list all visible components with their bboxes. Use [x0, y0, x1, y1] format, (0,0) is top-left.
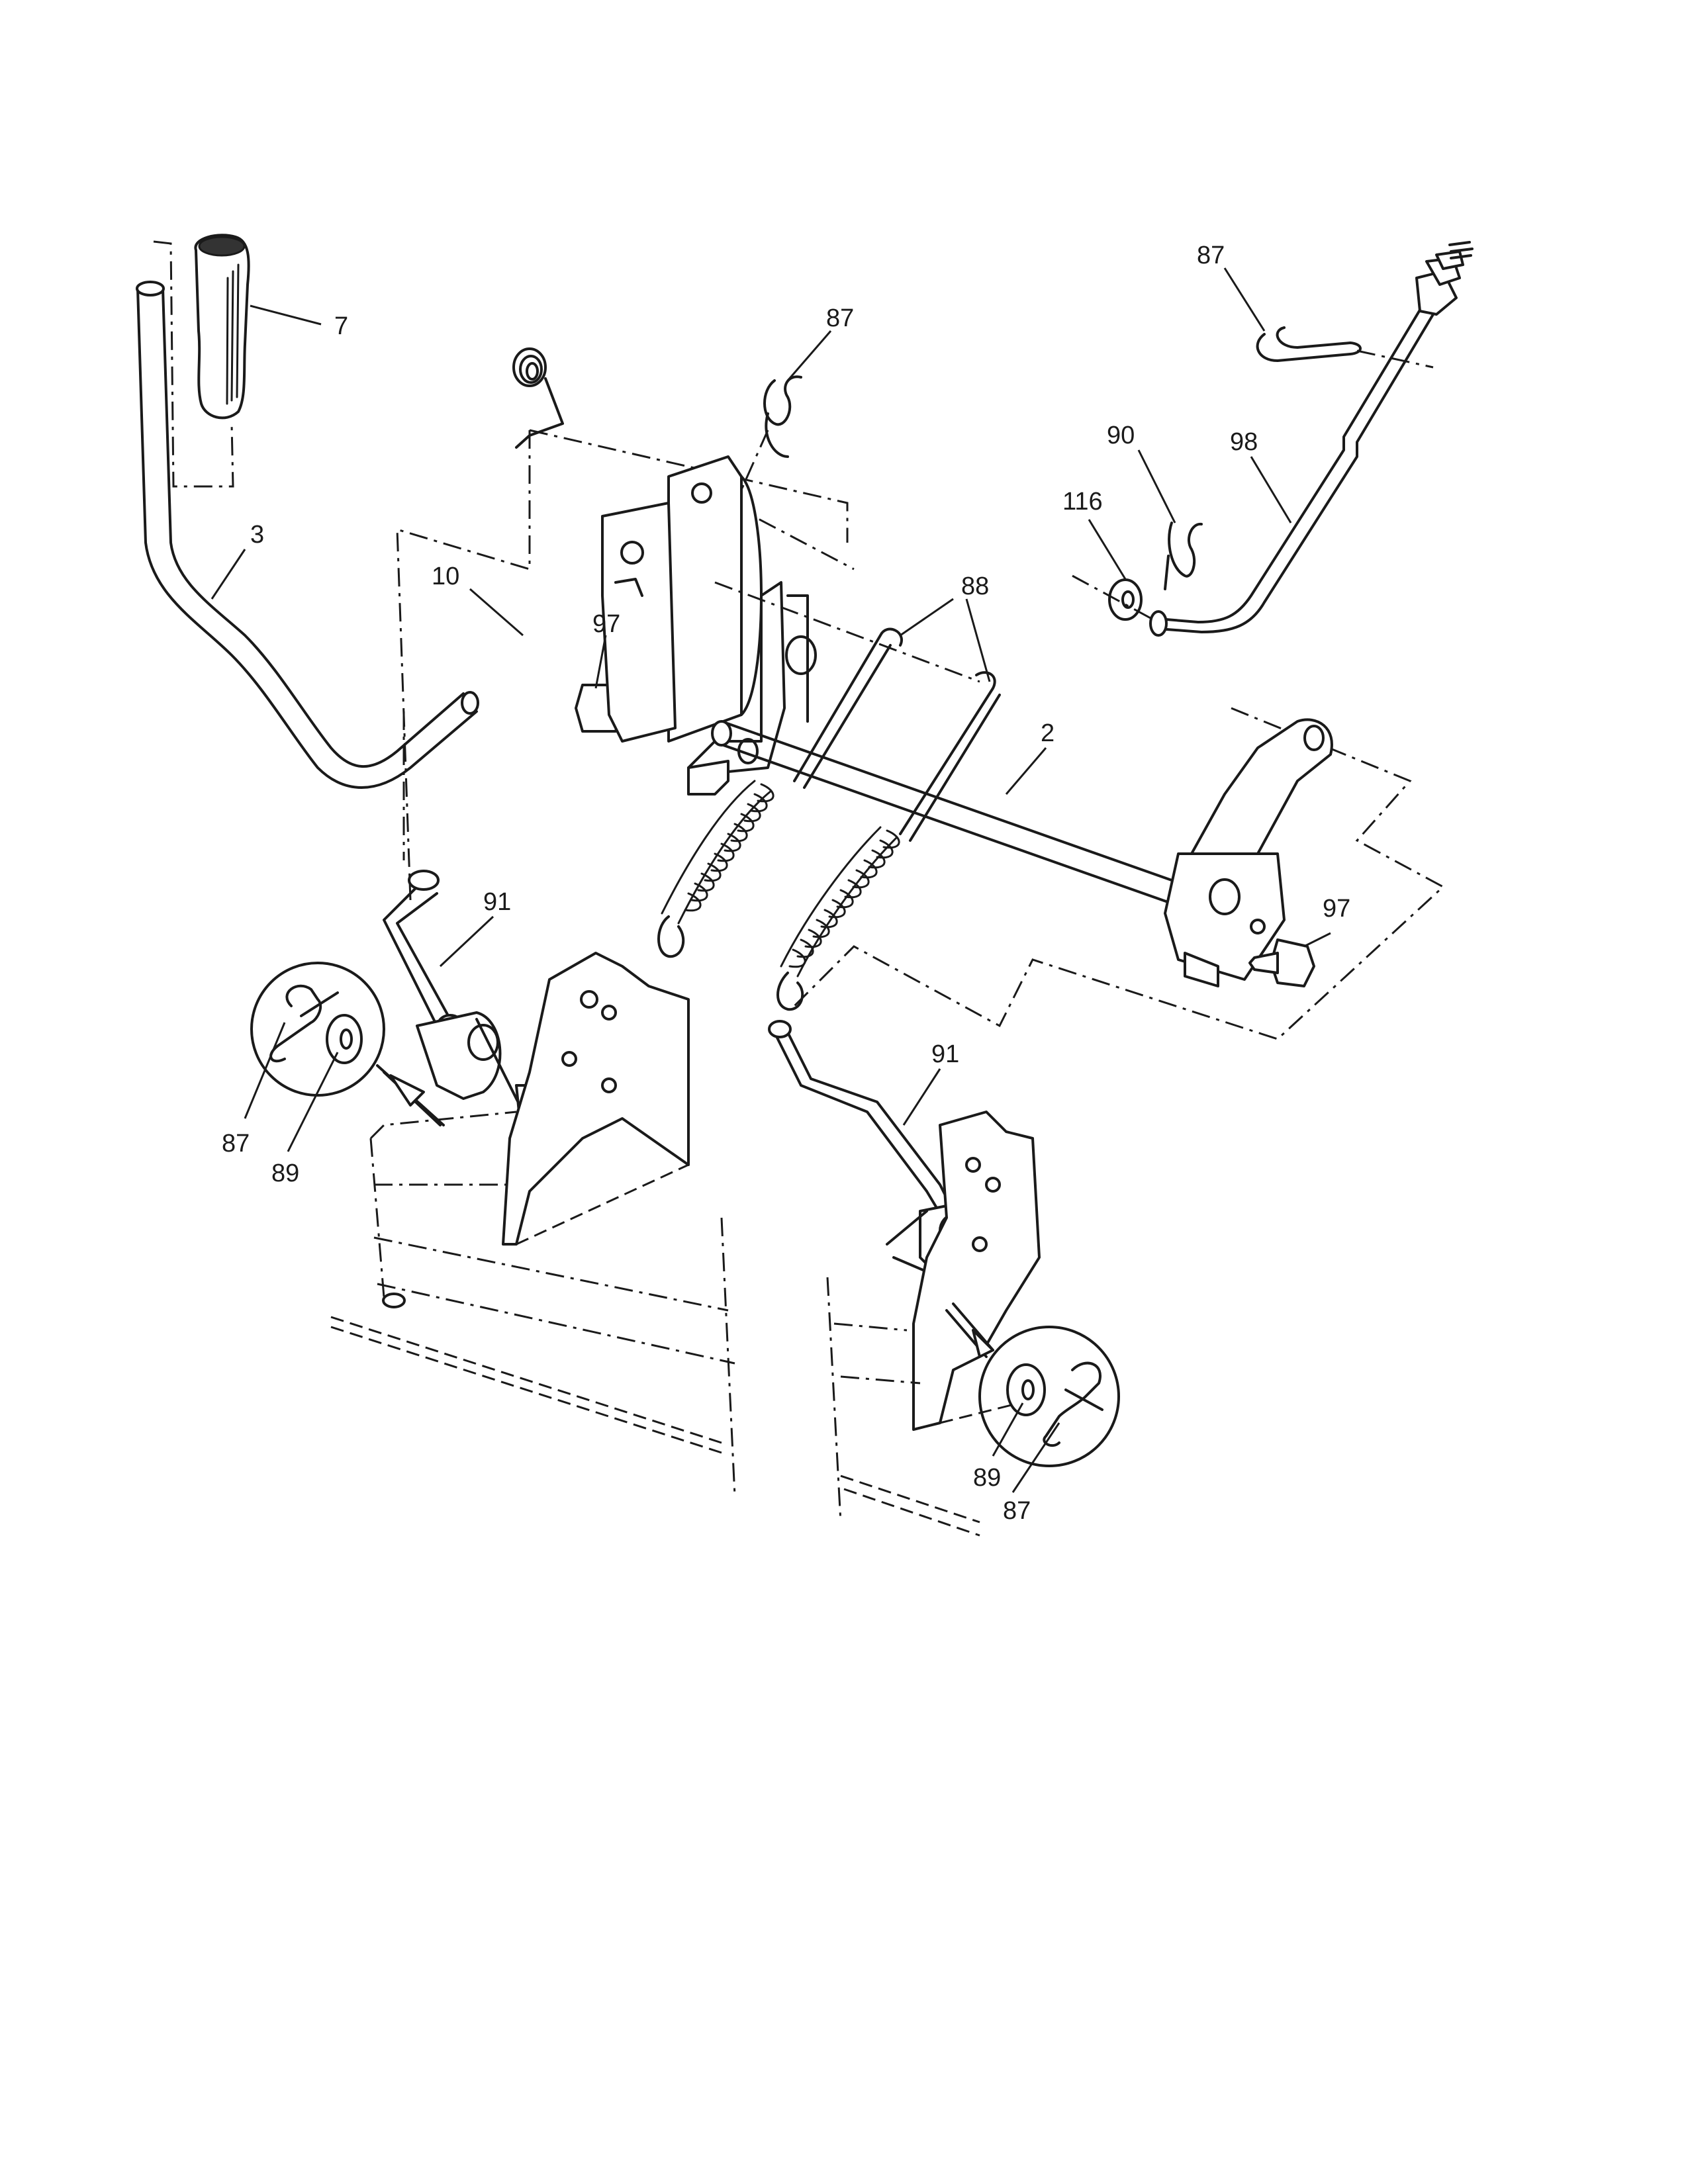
- grip-centerline: [153, 240, 234, 488]
- deck-outline-left: [369, 1111, 517, 1140]
- right-frame-outline: [793, 707, 1445, 1040]
- callout-97-left: 97: [592, 610, 620, 638]
- callout-7: 7: [334, 312, 348, 340]
- callout-2: 2: [1041, 719, 1055, 747]
- callout-10: 10: [432, 563, 459, 590]
- leader-10: [469, 588, 524, 637]
- leader-91a: [439, 915, 494, 968]
- deck-edge-left-3: [516, 1163, 689, 1246]
- deck-outline-left-3: [373, 1236, 729, 1312]
- callout-3: 3: [250, 521, 264, 549]
- leader-7: [250, 304, 322, 326]
- callout-98: 98: [1230, 428, 1258, 456]
- extension-spring-right[interactable]: [776, 671, 1001, 1011]
- deck-edge-right-2: [843, 1488, 980, 1537]
- leader-87a: [786, 330, 832, 381]
- hairpin-cotter-detail-left[interactable]: [269, 984, 339, 1063]
- deck-outline-right-2: [833, 1322, 908, 1332]
- leader-87c: [244, 1022, 286, 1119]
- callout-91-left: 91: [483, 888, 511, 916]
- callout-91-right: 91: [931, 1040, 959, 1068]
- leader-3: [211, 549, 246, 600]
- torsion-spring[interactable]: [512, 347, 564, 449]
- leader-87d: [1011, 1422, 1060, 1493]
- leader-88: [900, 598, 991, 682]
- washer-detail-left[interactable]: [326, 1014, 363, 1064]
- frame-alignment-line: [396, 430, 531, 901]
- deck-outline-left-5: [369, 1138, 385, 1298]
- deck-outline-right-3: [840, 1375, 921, 1385]
- hairpin-cotter-top[interactable]: [763, 375, 802, 458]
- deck-bolt-left: [382, 1293, 406, 1308]
- detail-inset-right: [945, 1302, 1120, 1467]
- leader-89a: [287, 1052, 339, 1152]
- lift-shaft[interactable]: [711, 720, 1173, 905]
- cotter-pin-upper-right[interactable]: [1256, 326, 1362, 362]
- extension-spring-left[interactable]: [657, 627, 903, 958]
- leader-97b: [1303, 932, 1331, 948]
- deck-bracket-left[interactable]: [502, 952, 690, 1246]
- deck-edge-right: [840, 1475, 980, 1524]
- frame-alignment-line-2: [529, 429, 855, 570]
- deck-edge-left-2: [330, 1326, 722, 1454]
- spring-hook-alignment: [714, 581, 980, 683]
- deck-edge-right-3: [939, 1402, 1020, 1424]
- leader-90: [1137, 449, 1176, 523]
- leader-89b: [992, 1402, 1024, 1457]
- leader-91b: [902, 1068, 941, 1126]
- callout-90: 90: [1107, 422, 1135, 449]
- deck-outline-left-6: [720, 1217, 736, 1496]
- leader-116: [1088, 519, 1127, 580]
- deck-outline-right: [826, 1277, 842, 1523]
- deck-bracket-right[interactable]: [912, 1111, 1041, 1431]
- lift-lever[interactable]: [136, 281, 479, 789]
- callout-89-detail-right: 89: [973, 1464, 1001, 1492]
- leader-97a: [594, 635, 607, 689]
- callout-89-detail-left: 89: [271, 1160, 299, 1187]
- callout-88: 88: [961, 572, 989, 600]
- callout-97-right: 97: [1323, 895, 1350, 923]
- pivot-plate-right[interactable]: [1164, 718, 1333, 987]
- lift-lever-grip[interactable]: [194, 234, 250, 420]
- hairpin-clip-90[interactable]: [1164, 522, 1203, 590]
- deck-outline-left-4: [377, 1283, 735, 1365]
- leader-2: [1005, 747, 1047, 795]
- deck-link-right[interactable]: [768, 1020, 958, 1226]
- lift-bracket[interactable]: [601, 455, 763, 743]
- detail-inset-left: [250, 962, 445, 1126]
- rod-alignment-line: [1356, 349, 1434, 369]
- callout-87-detail-left: 87: [222, 1130, 250, 1158]
- callout-87-top: 87: [826, 304, 854, 332]
- leader-98: [1250, 456, 1292, 523]
- callout-87-upper-right: 87: [1197, 242, 1225, 269]
- callout-87-detail-right: 87: [1003, 1497, 1031, 1525]
- hex-bolt-right[interactable]: [1248, 938, 1315, 987]
- callout-116: 116: [1062, 488, 1103, 516]
- leader-87b: [1223, 267, 1266, 332]
- washer-detail-right[interactable]: [1006, 1363, 1046, 1416]
- height-adjust-rod[interactable]: [1149, 241, 1474, 637]
- deck-edge-left: [330, 1316, 722, 1444]
- flat-washer-116[interactable]: [1108, 578, 1143, 621]
- cotter-pin-alignment: [740, 430, 769, 490]
- washer-alignment: [1072, 574, 1152, 620]
- deck-link-left[interactable]: [383, 870, 463, 1035]
